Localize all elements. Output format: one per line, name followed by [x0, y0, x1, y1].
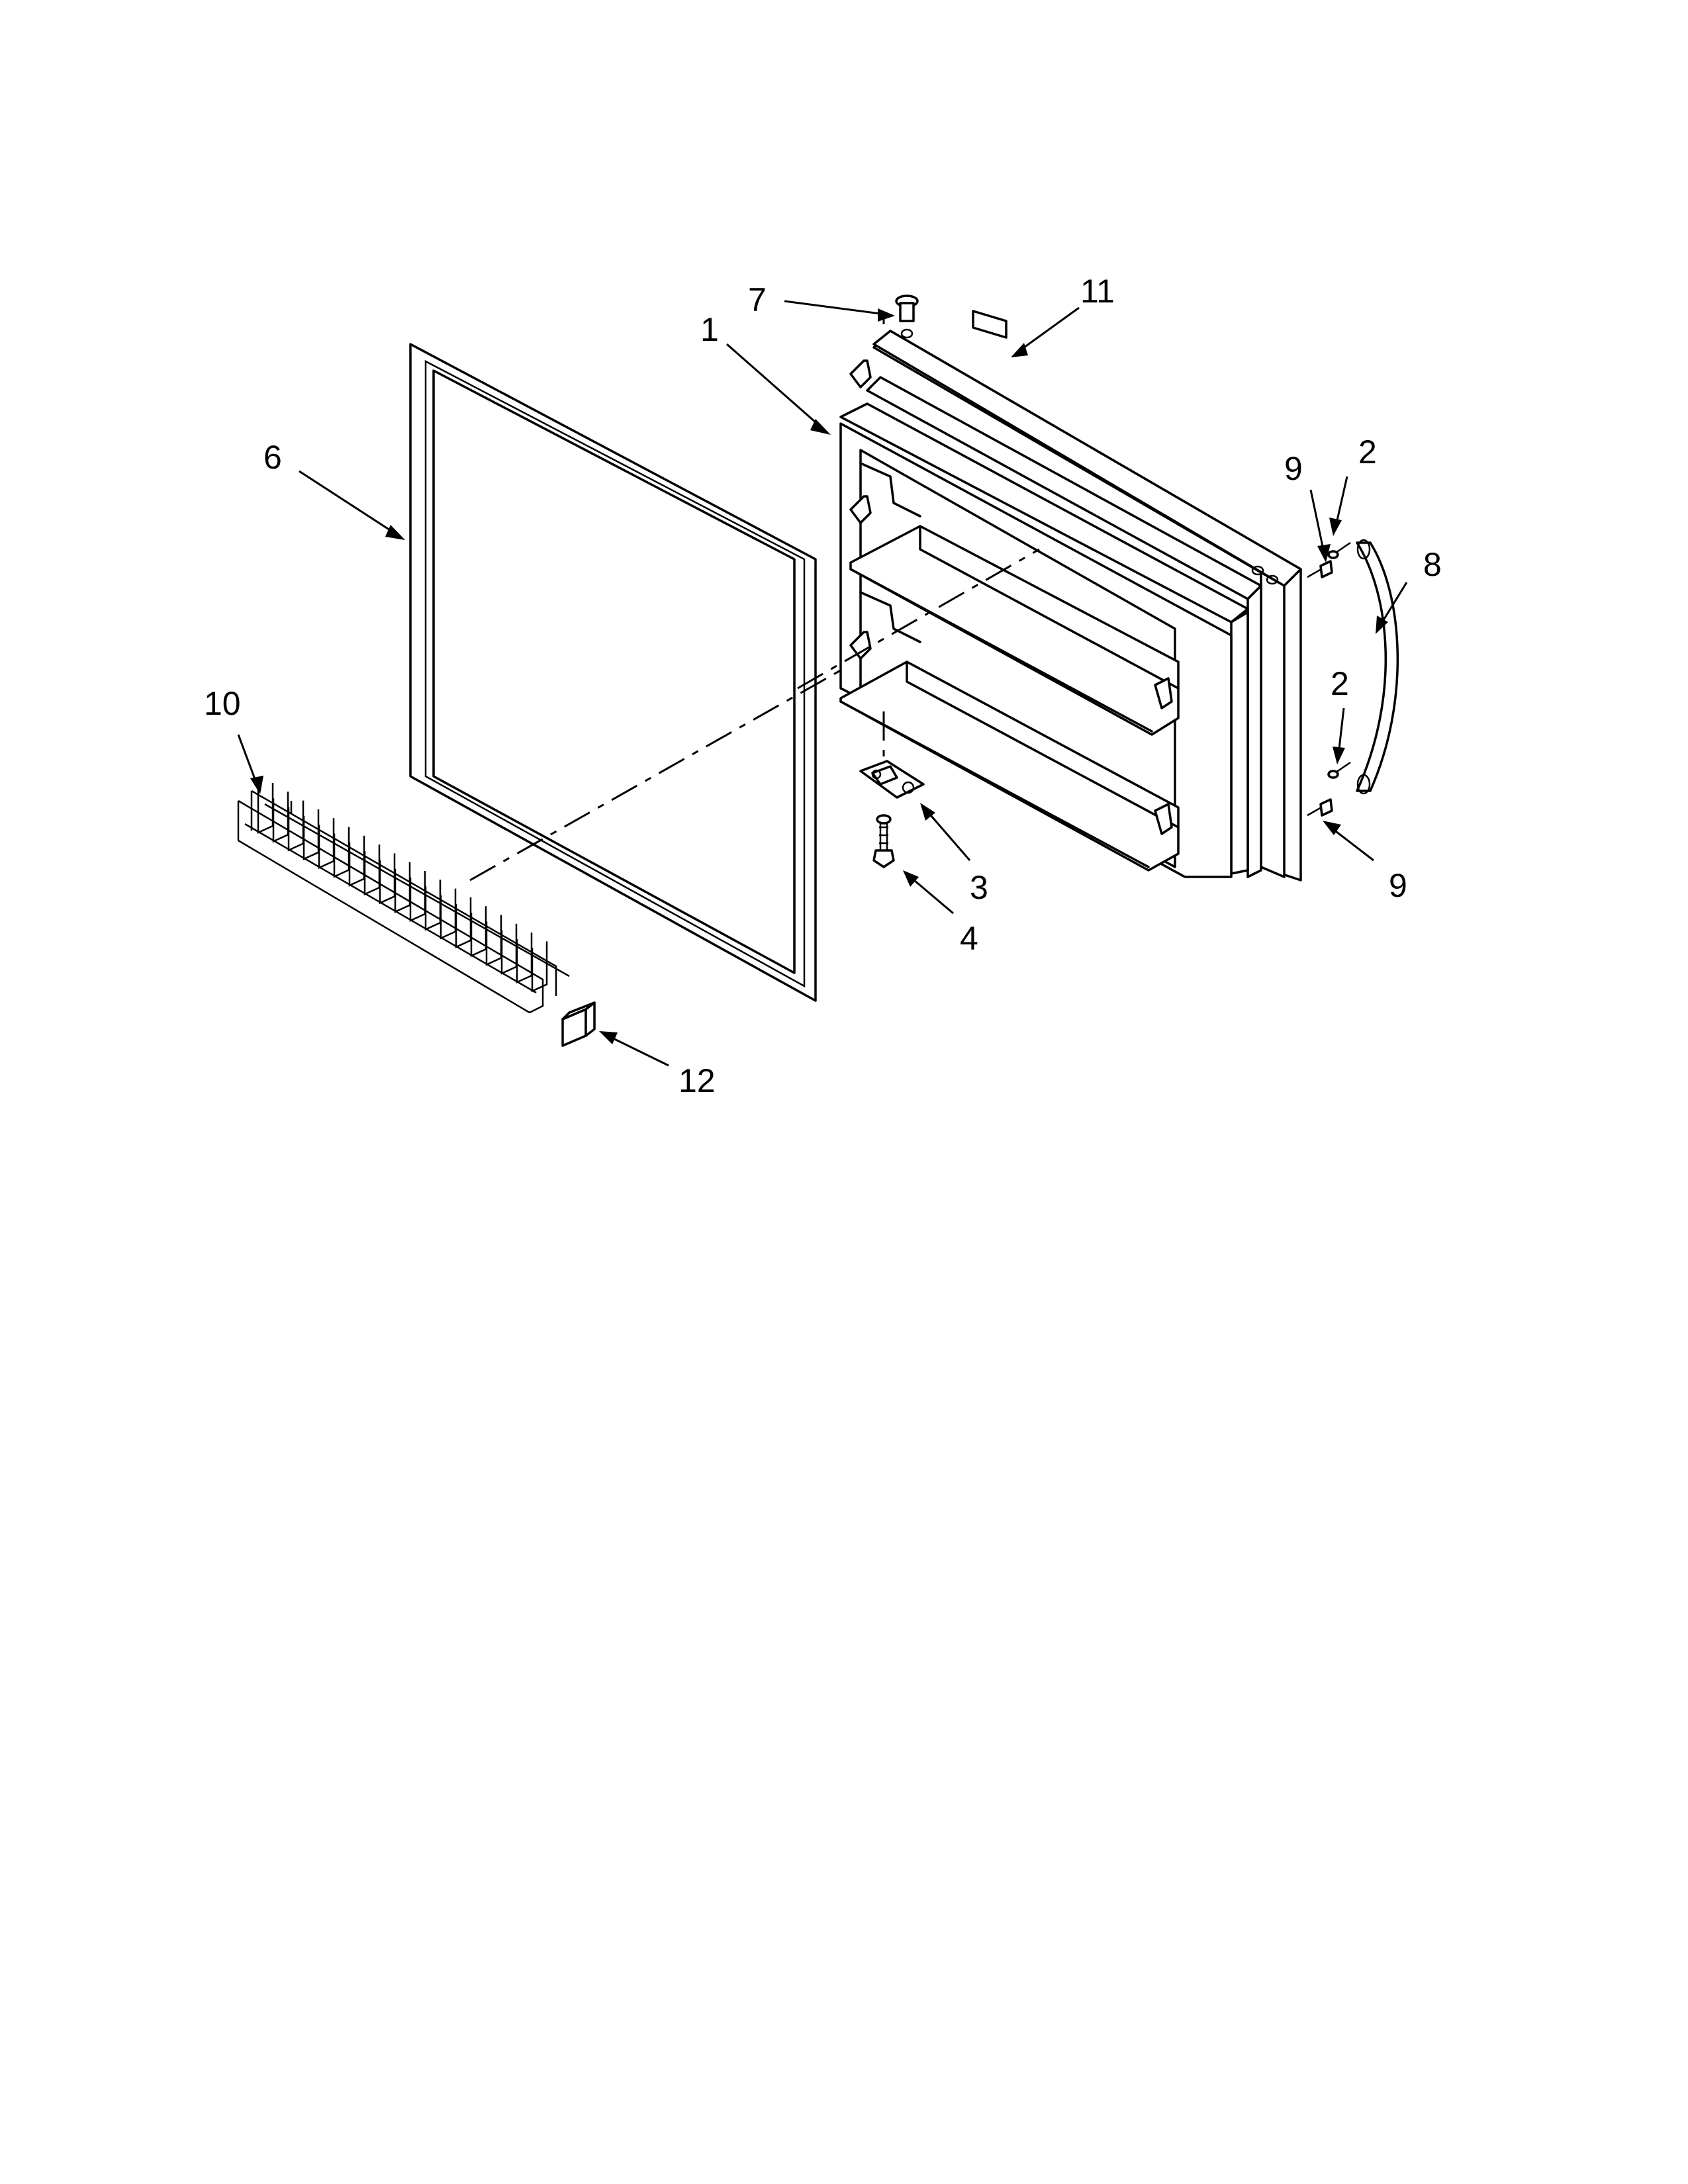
door-plug [895, 295, 919, 322]
basket-wire [363, 844, 381, 896]
callout-1: 1 [700, 311, 719, 348]
basket-wire [440, 888, 457, 940]
assembly-line-upper [797, 548, 1040, 690]
callout-2-upper: 2 [1358, 433, 1377, 471]
door-label [972, 310, 1008, 339]
basket-wire [394, 862, 411, 913]
handle-spacer-upper [1307, 560, 1333, 578]
basket-wire [348, 835, 365, 887]
door-gasket [409, 343, 817, 1002]
door-liner [839, 328, 1302, 882]
callout-9-lower: 9 [1389, 867, 1407, 904]
wire-basket [237, 783, 570, 1014]
basket-wire [531, 941, 548, 993]
callout-12: 12 [679, 1062, 716, 1099]
basket-wire [333, 827, 350, 878]
basket-wire [379, 853, 396, 905]
callout-10: 10 [204, 685, 241, 722]
basket-wire [303, 809, 320, 860]
callout-2-lower: 2 [1331, 665, 1349, 702]
callout-4: 4 [960, 920, 978, 957]
callout-6: 6 [263, 439, 282, 476]
basket-wire [424, 880, 442, 931]
leader-lines [237, 300, 1408, 1067]
basket-wire [470, 906, 487, 958]
door-handle [1356, 539, 1399, 795]
handle-spacer-lower [1307, 798, 1333, 817]
callout-7: 7 [748, 281, 767, 318]
callout-3: 3 [970, 869, 988, 906]
hinge-bracket [859, 760, 925, 799]
basket-wire [318, 818, 335, 870]
callout-9-upper: 9 [1284, 450, 1303, 487]
basket-wire [500, 923, 518, 975]
basket-clip [561, 1001, 596, 1047]
assembly-line-lower [469, 667, 845, 882]
handle-screw-upper [1327, 541, 1351, 559]
basket-wire [516, 933, 533, 984]
basket-wire [409, 871, 426, 922]
callout-11: 11 [1080, 273, 1115, 310]
basket-wire [485, 915, 502, 966]
callout-8: 8 [1423, 546, 1442, 583]
hinge-screw [872, 814, 895, 868]
basket-wire [455, 897, 472, 948]
handle-screw-lower [1327, 761, 1351, 779]
